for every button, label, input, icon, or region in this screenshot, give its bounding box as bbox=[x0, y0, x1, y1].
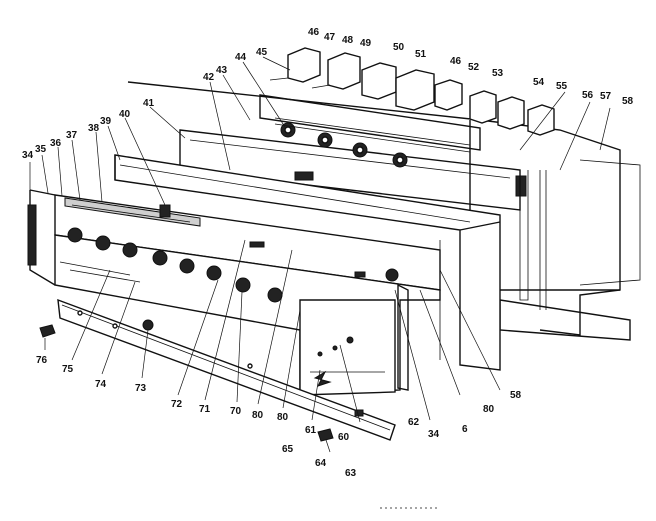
hinge-knob bbox=[385, 268, 399, 282]
switch-block-55 bbox=[527, 104, 555, 136]
label-75: 75 bbox=[62, 364, 74, 375]
label-45: 45 bbox=[256, 47, 268, 58]
label-72: 72 bbox=[171, 399, 183, 410]
panel-light-80 bbox=[354, 271, 366, 278]
label-46b: 46 bbox=[450, 56, 462, 67]
label-43: 43 bbox=[216, 65, 228, 76]
label-80c: 80 bbox=[483, 404, 495, 415]
switch-block-50 bbox=[361, 62, 397, 100]
label-62: 62 bbox=[408, 417, 420, 428]
switch-block-46b bbox=[434, 79, 463, 111]
label-60: 60 bbox=[338, 432, 350, 443]
label-53: 53 bbox=[492, 68, 504, 79]
label-74: 74 bbox=[95, 379, 107, 390]
label-65: 65 bbox=[282, 444, 294, 455]
label-47: 47 bbox=[324, 32, 336, 43]
timer-panel bbox=[299, 299, 396, 396]
label-57: 57 bbox=[600, 91, 612, 102]
panel-switch-39 bbox=[159, 204, 171, 218]
plate-slot bbox=[294, 171, 314, 181]
knob-4[interactable] bbox=[152, 250, 168, 266]
small-part-76 bbox=[39, 324, 56, 338]
panel-side-strip bbox=[27, 204, 37, 266]
knob-2[interactable] bbox=[95, 235, 111, 251]
label-61: 61 bbox=[305, 425, 317, 436]
lower-trim bbox=[57, 298, 396, 441]
label-71: 71 bbox=[199, 404, 211, 415]
label-70: 70 bbox=[230, 406, 242, 417]
label-58b: 58 bbox=[510, 390, 522, 401]
label-56: 56 bbox=[582, 90, 594, 101]
label-42: 42 bbox=[203, 72, 215, 83]
label-54: 54 bbox=[533, 77, 545, 88]
small-part-64 bbox=[317, 428, 334, 442]
label-50: 50 bbox=[393, 42, 405, 53]
label-40: 40 bbox=[119, 109, 131, 120]
label-34: 34 bbox=[22, 150, 34, 161]
label-37: 37 bbox=[66, 130, 78, 141]
label-48: 48 bbox=[342, 35, 354, 46]
switch-bank bbox=[269, 47, 555, 168]
trim-knob-73[interactable] bbox=[142, 319, 154, 331]
label-36: 36 bbox=[50, 138, 62, 149]
knob-8[interactable] bbox=[267, 287, 283, 303]
panel-light-70 bbox=[249, 241, 265, 248]
label-38: 38 bbox=[88, 123, 100, 134]
label-80b: 80 bbox=[277, 412, 289, 423]
label-34b: 34 bbox=[428, 429, 440, 440]
part-labels: 34 35 36 37 38 39 40 41 42 43 44 45 46 4… bbox=[22, 27, 634, 479]
label-44: 44 bbox=[235, 52, 247, 63]
cabinet-switch bbox=[515, 175, 527, 197]
label-35: 35 bbox=[35, 144, 47, 155]
switch-block-51 bbox=[395, 69, 435, 111]
leader-lines bbox=[29, 56, 611, 453]
label-46: 46 bbox=[308, 27, 320, 38]
label-58: 58 bbox=[622, 96, 634, 107]
switch-block-53 bbox=[469, 90, 497, 124]
label-6: 6 bbox=[462, 424, 468, 435]
switch-block-48 bbox=[311, 52, 361, 90]
control-panel bbox=[27, 189, 441, 396]
knob-3[interactable] bbox=[122, 242, 138, 258]
label-80a: 80 bbox=[252, 410, 264, 421]
label-76: 76 bbox=[36, 355, 48, 366]
knob-6[interactable] bbox=[206, 265, 222, 281]
switch-block-45 bbox=[269, 47, 321, 83]
label-39: 39 bbox=[100, 116, 112, 127]
switch-block-53b bbox=[497, 96, 525, 130]
label-64: 64 bbox=[315, 458, 327, 469]
label-73: 73 bbox=[135, 383, 147, 394]
knob-7[interactable] bbox=[235, 277, 251, 293]
label-51: 51 bbox=[415, 49, 427, 60]
label-55: 55 bbox=[556, 81, 568, 92]
label-63: 63 bbox=[345, 468, 357, 479]
knob-1[interactable] bbox=[67, 227, 83, 243]
label-52: 52 bbox=[468, 62, 480, 73]
knob-5[interactable] bbox=[179, 258, 195, 274]
label-49: 49 bbox=[360, 38, 372, 49]
small-part-65 bbox=[313, 370, 332, 387]
label-41: 41 bbox=[143, 98, 155, 109]
